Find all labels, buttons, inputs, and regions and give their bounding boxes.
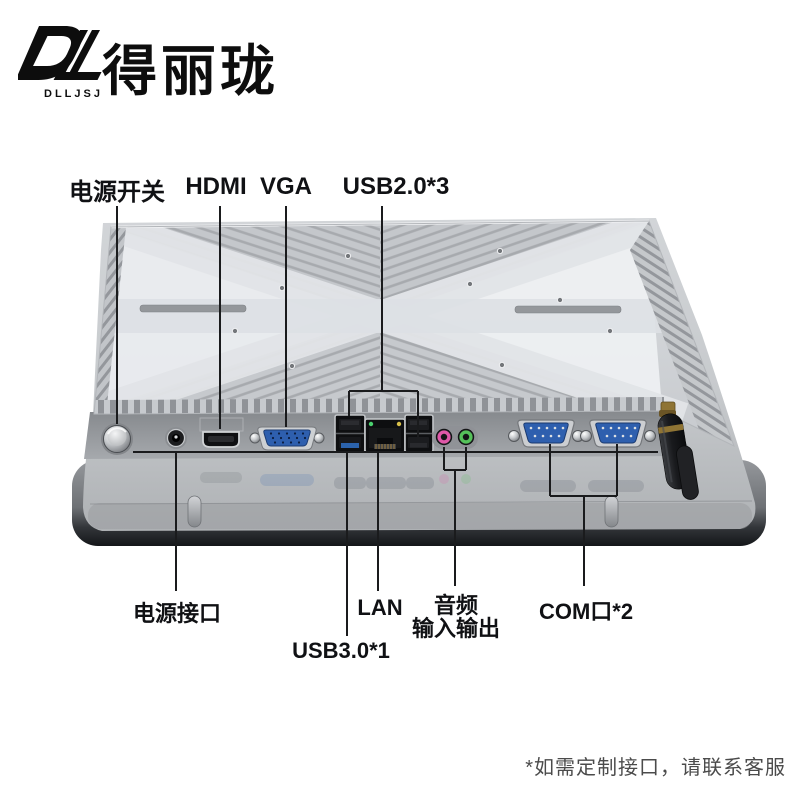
hdmi-port bbox=[199, 417, 244, 448]
callout-bracket-usb2 bbox=[348, 206, 419, 437]
callout-lines bbox=[116, 206, 658, 636]
label-audio-line2: 输入输出 bbox=[411, 616, 501, 641]
brand-name: 得丽珑 bbox=[102, 40, 280, 102]
dc-power-jack bbox=[165, 427, 187, 449]
label-power-in: 电源接口 bbox=[132, 601, 222, 626]
callout-bracket-com bbox=[549, 444, 618, 586]
brand-logo-mark bbox=[18, 26, 102, 80]
label-usb3: USB3.0*1 bbox=[292, 638, 390, 663]
port-row bbox=[101, 401, 699, 500]
heatsink-slot-right bbox=[514, 305, 622, 314]
bezel-foot-left bbox=[187, 495, 202, 528]
label-audio-line1: 音频 bbox=[433, 593, 479, 618]
brand-logo: DLLJSJ 得丽珑 bbox=[18, 20, 318, 110]
label-hdmi: HDMI bbox=[185, 173, 247, 200]
label-lan: LAN bbox=[357, 595, 403, 620]
label-usb2: USB2.0*3 bbox=[342, 173, 450, 200]
com-port-2 bbox=[580, 419, 656, 448]
audio-in-jack bbox=[435, 428, 453, 446]
wifi-antenna bbox=[657, 401, 699, 500]
com-port-1 bbox=[508, 419, 584, 448]
label-vga: VGA bbox=[259, 173, 313, 200]
brand-logo-subtext: DLLJSJ bbox=[44, 88, 103, 100]
usb3-port bbox=[334, 414, 366, 453]
label-audio: 音频 输入输出 bbox=[412, 594, 500, 640]
label-com: COM口*2 bbox=[538, 599, 634, 624]
heatsink-screws bbox=[231, 247, 614, 370]
audio-out-jack bbox=[457, 428, 475, 446]
vga-port bbox=[249, 426, 325, 451]
label-power-switch: 电源开关 bbox=[69, 179, 165, 206]
power-button bbox=[101, 423, 133, 455]
heatsink bbox=[93, 219, 735, 447]
callout-bracket-audio bbox=[443, 447, 467, 586]
heatsink-slot-left bbox=[139, 304, 247, 313]
lan-port bbox=[364, 418, 406, 453]
footnote: *如需定制接口，请联系客服 bbox=[525, 757, 786, 779]
bezel-foot-right bbox=[604, 495, 619, 528]
port-reflections bbox=[200, 472, 644, 492]
